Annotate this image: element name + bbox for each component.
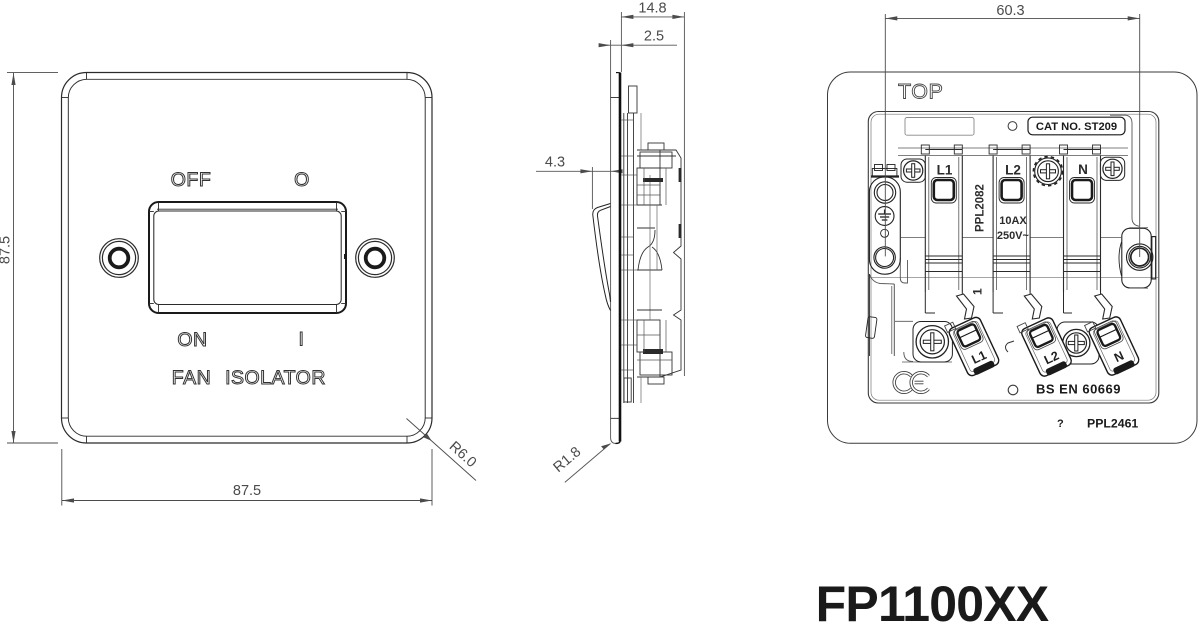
svg-text:ISOLATOR: ISOLATOR	[225, 367, 326, 389]
svg-text:OFF: OFF	[171, 169, 212, 191]
svg-text:?: ?	[1057, 418, 1064, 430]
svg-text:L2: L2	[1042, 348, 1061, 367]
svg-text:60.3: 60.3	[996, 3, 1024, 19]
svg-text:FP1100XX: FP1100XX	[816, 576, 1049, 625]
svg-text:N: N	[1078, 162, 1088, 177]
svg-text:ON: ON	[177, 329, 207, 351]
svg-text:1: 1	[971, 288, 985, 295]
svg-text:L1: L1	[969, 348, 988, 367]
svg-text:L1: L1	[937, 163, 953, 178]
svg-text:PPL2461: PPL2461	[1087, 417, 1138, 431]
svg-text:FAN: FAN	[172, 367, 211, 389]
svg-text:2.5: 2.5	[644, 29, 664, 45]
svg-text:CAT NO. ST209: CAT NO. ST209	[1036, 121, 1117, 133]
svg-text:87.5: 87.5	[233, 483, 261, 499]
svg-text:I: I	[299, 329, 305, 351]
svg-text:250V~: 250V~	[997, 230, 1030, 242]
svg-text:O: O	[294, 169, 310, 191]
svg-text:L2: L2	[1005, 163, 1021, 178]
svg-text:10AX: 10AX	[999, 215, 1027, 227]
svg-text:14.8: 14.8	[638, 1, 666, 17]
svg-text:TOP: TOP	[898, 80, 943, 104]
svg-text:4.3: 4.3	[545, 155, 565, 171]
svg-text:PPL2082: PPL2082	[975, 184, 987, 232]
svg-text:BS EN 60669: BS EN 60669	[1036, 382, 1121, 397]
svg-text:87.5: 87.5	[0, 236, 14, 264]
